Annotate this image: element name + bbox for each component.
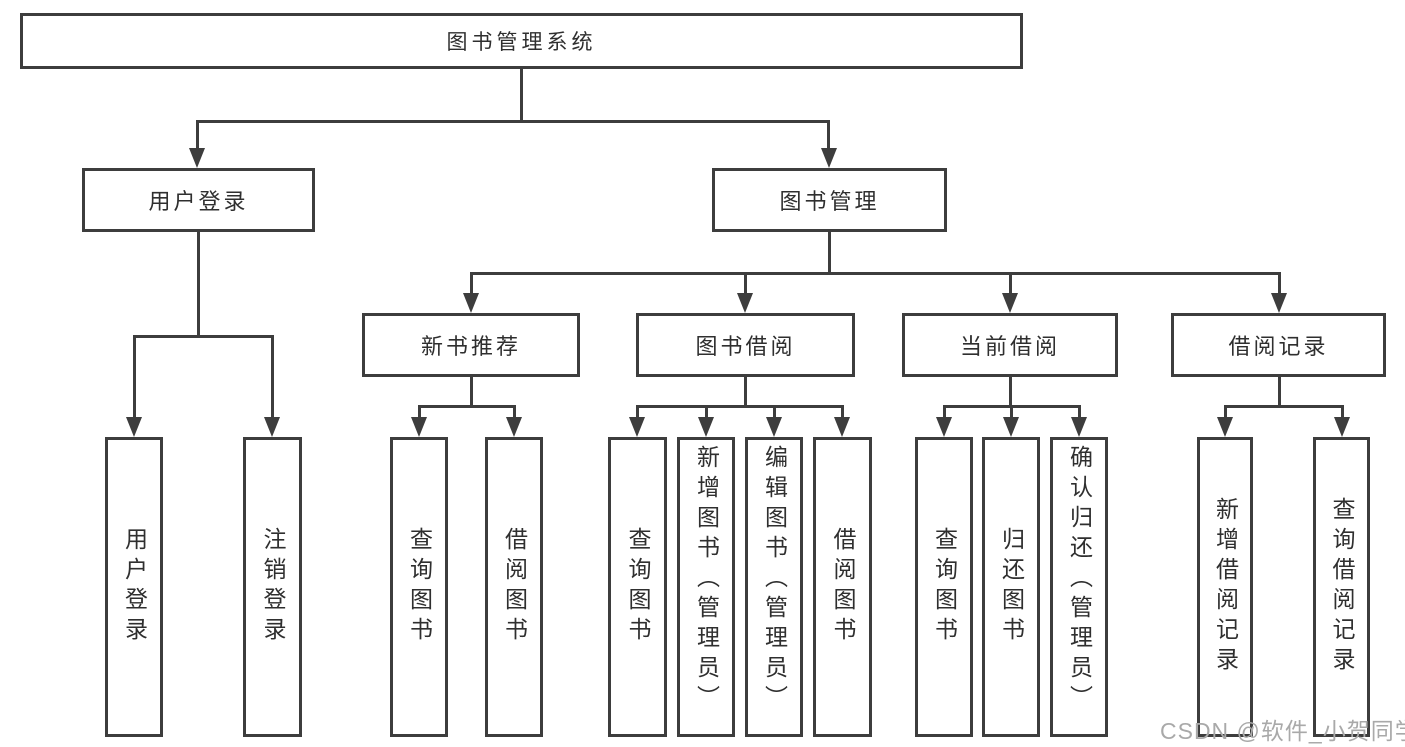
leaf-query-borrow-record: 查询借阅记录: [1313, 437, 1370, 737]
connector-vline: [513, 405, 516, 419]
connector-vline: [470, 377, 473, 407]
arrow-down-icon: [189, 148, 205, 168]
connector-vline: [827, 120, 830, 150]
connector-vline: [1224, 405, 1227, 419]
node-new-book-recommend: 新书推荐: [362, 313, 580, 377]
leaf-logout: 注销登录: [243, 437, 302, 737]
connector-vline: [196, 120, 199, 150]
arrow-down-icon: [834, 417, 850, 437]
leaf-return-books: 归还图书: [982, 437, 1040, 737]
connector-vline: [470, 272, 473, 295]
leaf-confirm-return-admin: 确认归还（管理员）: [1050, 437, 1108, 737]
connector-vline: [744, 377, 747, 407]
arrow-down-icon: [463, 293, 479, 313]
connector-vline: [1010, 405, 1013, 419]
arrow-down-icon: [629, 417, 645, 437]
connector-hline: [196, 120, 830, 123]
node-user-login-branch: 用户登录: [82, 168, 315, 232]
connector-hline: [418, 405, 516, 408]
connector-vline: [520, 69, 523, 121]
node-current-borrow: 当前借阅: [902, 313, 1118, 377]
leaf-query-books-borrow: 查询图书: [608, 437, 667, 737]
connector-vline: [197, 232, 200, 337]
connector-vline: [1009, 272, 1012, 295]
leaf-query-books-current: 查询图书: [915, 437, 973, 737]
arrow-down-icon: [1271, 293, 1287, 313]
leaf-edit-books-admin: 编辑图书（管理员）: [745, 437, 803, 737]
arrow-down-icon: [126, 417, 142, 437]
connector-hline: [133, 335, 274, 338]
node-book-borrow: 图书借阅: [636, 313, 855, 377]
arrow-down-icon: [264, 417, 280, 437]
connector-vline: [943, 405, 946, 419]
leaf-query-books-recommend: 查询图书: [390, 437, 448, 737]
node-borrow-records: 借阅记录: [1171, 313, 1386, 377]
arrow-down-icon: [506, 417, 522, 437]
arrow-down-icon: [1217, 417, 1233, 437]
arrow-down-icon: [411, 417, 427, 437]
arrow-down-icon: [1003, 417, 1019, 437]
leaf-borrow-books: 借阅图书: [813, 437, 872, 737]
connector-vline: [705, 405, 708, 419]
arrow-down-icon: [936, 417, 952, 437]
connector-hline: [636, 405, 844, 408]
connector-vline: [1278, 377, 1281, 407]
connector-vline: [841, 405, 844, 419]
csdn-watermark: CSDN @软件_小贺同学: [1160, 718, 1405, 744]
arrow-down-icon: [821, 148, 837, 168]
connector-hline: [470, 272, 1281, 275]
connector-vline: [133, 335, 136, 419]
arrow-down-icon: [1002, 293, 1018, 313]
connector-vline: [773, 405, 776, 419]
arrow-down-icon: [698, 417, 714, 437]
connector-vline: [271, 335, 274, 419]
connector-vline: [418, 405, 421, 419]
connector-vline: [636, 405, 639, 419]
connector-vline: [828, 232, 831, 274]
node-system-root: 图书管理系统: [20, 13, 1023, 69]
connector-vline: [1078, 405, 1081, 419]
connector-vline: [744, 272, 747, 295]
arrow-down-icon: [766, 417, 782, 437]
leaf-add-borrow-record: 新增借阅记录: [1197, 437, 1253, 737]
connector-vline: [1278, 272, 1281, 295]
arrow-down-icon: [737, 293, 753, 313]
arrow-down-icon: [1334, 417, 1350, 437]
leaf-user-login: 用户登录: [105, 437, 163, 737]
leaf-add-books-admin: 新增图书（管理员）: [677, 437, 735, 737]
connector-vline: [1341, 405, 1344, 419]
connector-vline: [1009, 377, 1012, 407]
arrow-down-icon: [1071, 417, 1087, 437]
leaf-borrow-books-recommend: 借阅图书: [485, 437, 543, 737]
node-book-management-branch: 图书管理: [712, 168, 947, 232]
connector-hline: [1224, 405, 1343, 408]
